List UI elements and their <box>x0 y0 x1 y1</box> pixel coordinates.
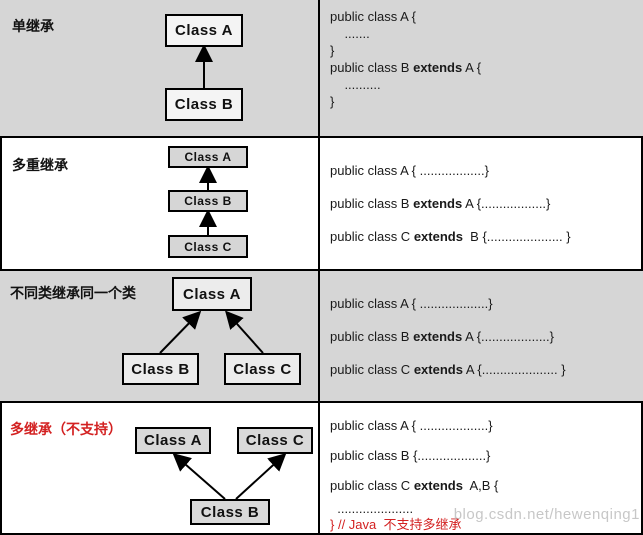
row-multiple-inheritance-unsupported: 多继承（不支持） Class A Class C Class B public cl… <box>0 403 643 535</box>
code-line: ..................... <box>330 501 643 517</box>
class-box-a: Class A <box>168 146 248 168</box>
code-line: ....... <box>330 25 643 42</box>
code-line: public class A { ..................} <box>330 154 643 187</box>
code-text: public class A { ...................} <box>330 418 493 433</box>
code-line: public class B {...................} <box>330 441 643 471</box>
code-text: public class A { ..................} <box>330 163 489 178</box>
code-text: public class A { <box>330 9 416 24</box>
diagram: Class A Class B <box>0 0 318 136</box>
code-text: } // Java 不支持多继承 <box>330 517 462 532</box>
inheritance-arrow <box>172 453 226 500</box>
code-cell: public class A { ...................} pub… <box>320 271 643 401</box>
diagram-cell: 多重继承 Class A Class B Class C <box>0 138 320 269</box>
code-text: public class B <box>330 196 414 211</box>
inheritance-arrow <box>159 310 202 354</box>
code-cell: public class A { .......}public class B … <box>320 0 643 136</box>
class-box-a: Class A <box>135 427 211 454</box>
code-text: public class B <box>330 329 414 344</box>
code-keyword: extends <box>413 478 463 493</box>
code-line: public class A { ...................} <box>330 287 643 320</box>
code-line: public class B extends A {..............… <box>330 187 643 220</box>
code-keyword: extends <box>413 329 463 344</box>
class-box-c: Class C <box>168 235 248 258</box>
row-multilevel-inheritance: 多重继承 Class A Class B Class C public class … <box>0 138 643 271</box>
row-label: 多重继承 <box>12 157 68 173</box>
code-keyword: extends <box>413 196 463 211</box>
class-box-b: Class B <box>122 353 199 385</box>
code-text: .......... <box>330 77 381 92</box>
code-line: } <box>330 93 643 110</box>
code-line: public class B extends A {..............… <box>330 320 643 353</box>
class-box-a: Class A <box>165 14 243 47</box>
code-text: } <box>330 43 335 58</box>
diagram: Class A Class C Class B <box>0 403 318 533</box>
class-box-a: Class A <box>172 277 252 311</box>
class-box-b: Class B <box>165 88 243 121</box>
code-text: ....... <box>330 26 370 41</box>
code-line: public class A { ...................} <box>330 411 643 441</box>
code-line: } // Java 不支持多继承 <box>330 517 643 533</box>
code-text: A {..................} <box>462 196 551 211</box>
row-label: 多继承（不支持） <box>10 421 122 437</box>
row-label: 单继承 <box>12 18 54 34</box>
code-cell: public class A { ...................} pub… <box>320 403 643 533</box>
code-text: public class B {...................} <box>330 448 491 463</box>
code-text: public class A { ...................} <box>330 296 493 311</box>
inheritance-arrows <box>172 452 287 500</box>
code-keyword: extends <box>413 362 463 377</box>
code-text: public class C <box>330 478 414 493</box>
diagram: Class A Class B Class C <box>0 271 318 401</box>
code-keyword: extends <box>413 60 463 75</box>
code-line: .......... <box>330 76 643 93</box>
diagram-cell: 单继承 Class A Class B <box>0 0 320 136</box>
row-single-inheritance: 单继承 Class A Class B public class A { ....… <box>0 0 643 138</box>
inheritance-arrow <box>235 452 287 500</box>
inheritance-arrows <box>159 310 264 354</box>
diagram-cell: 多继承（不支持） Class A Class C Class B <box>0 403 320 533</box>
inheritance-arrows <box>195 44 213 88</box>
code-keyword: extends <box>413 229 463 244</box>
code-text: A {..................... } <box>462 362 566 377</box>
code-text: } <box>330 94 335 109</box>
class-box-c: Class C <box>224 353 301 385</box>
code-text: ..................... <box>330 501 414 516</box>
code-line: public class A { <box>330 8 643 25</box>
class-box-b: Class B <box>190 499 270 525</box>
diagram: Class A Class B Class C <box>0 138 318 269</box>
row-hierarchical-inheritance: 不同类继承同一个类 Class A Class B Class C public c… <box>0 271 643 403</box>
code-text: public class B <box>330 60 414 75</box>
class-box-c: Class C <box>237 427 313 454</box>
code-line: public class C extends A {..............… <box>330 353 643 386</box>
code-line: public class C extends A,B { <box>330 471 643 501</box>
code-text: public class C <box>330 229 414 244</box>
class-box-b: Class B <box>168 190 248 212</box>
code-text: B {..................... } <box>462 229 571 244</box>
row-label: 不同类继承同一个类 <box>10 285 136 301</box>
code-text: public class C <box>330 362 414 377</box>
inheritance-arrows <box>199 165 217 235</box>
code-line: public class C extends B {..............… <box>330 220 643 253</box>
inheritance-arrow <box>224 310 264 354</box>
code-text: A,B { <box>462 478 499 493</box>
code-cell: public class A { ..................} publ… <box>320 138 643 269</box>
code-text: A {...................} <box>462 329 555 344</box>
diagram-cell: 不同类继承同一个类 Class A Class B Class C <box>0 271 320 401</box>
code-line: public class B extends A { <box>330 59 643 76</box>
code-text: A { <box>462 60 482 75</box>
code-line: } <box>330 42 643 59</box>
